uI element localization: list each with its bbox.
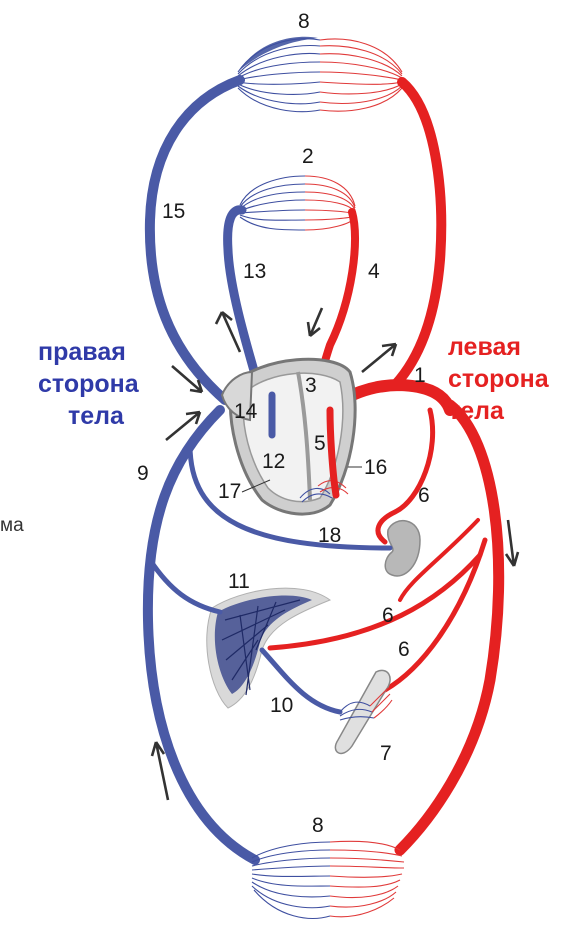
label-10: 10 [270, 694, 293, 717]
right-side-line2: сторона [38, 370, 140, 398]
left-side-line3: тела [448, 397, 505, 425]
capillary-bed-lungs [240, 176, 355, 230]
vessel-aorta-descending [400, 405, 499, 850]
label-6-b: 6 [382, 604, 394, 627]
vessel-hepatic-vein [150, 560, 220, 612]
label-5: 5 [314, 432, 326, 455]
capillary-bed-upper-body [238, 37, 402, 112]
label-2: 2 [302, 145, 314, 168]
label-8-top: 8 [298, 10, 310, 33]
left-side-line2: сторона [448, 365, 550, 393]
right-side-line3: тела [68, 402, 125, 430]
label-14: 14 [234, 400, 258, 423]
stray-text: ма [0, 515, 24, 536]
label-6-c: 6 [398, 638, 410, 661]
label-1: 1 [414, 364, 426, 387]
label-13: 13 [243, 260, 266, 283]
label-11: 11 [228, 570, 250, 593]
heart [222, 359, 355, 514]
label-4: 4 [368, 260, 380, 283]
label-3: 3 [305, 374, 317, 397]
intestine [335, 670, 392, 753]
left-side-line1: левая [448, 333, 521, 361]
label-15: 15 [162, 200, 185, 223]
capillary-bed-lower-body [252, 841, 404, 918]
label-9: 9 [137, 462, 149, 485]
right-side-line1: правая [38, 338, 126, 366]
label-8-bottom: 8 [312, 814, 324, 837]
label-7: 7 [380, 742, 392, 765]
vessel-aorta-upper-branch [395, 82, 441, 385]
label-6-a: 6 [418, 484, 430, 507]
label-17: 17 [218, 480, 241, 503]
label-16: 16 [364, 456, 387, 479]
label-12: 12 [262, 450, 285, 473]
